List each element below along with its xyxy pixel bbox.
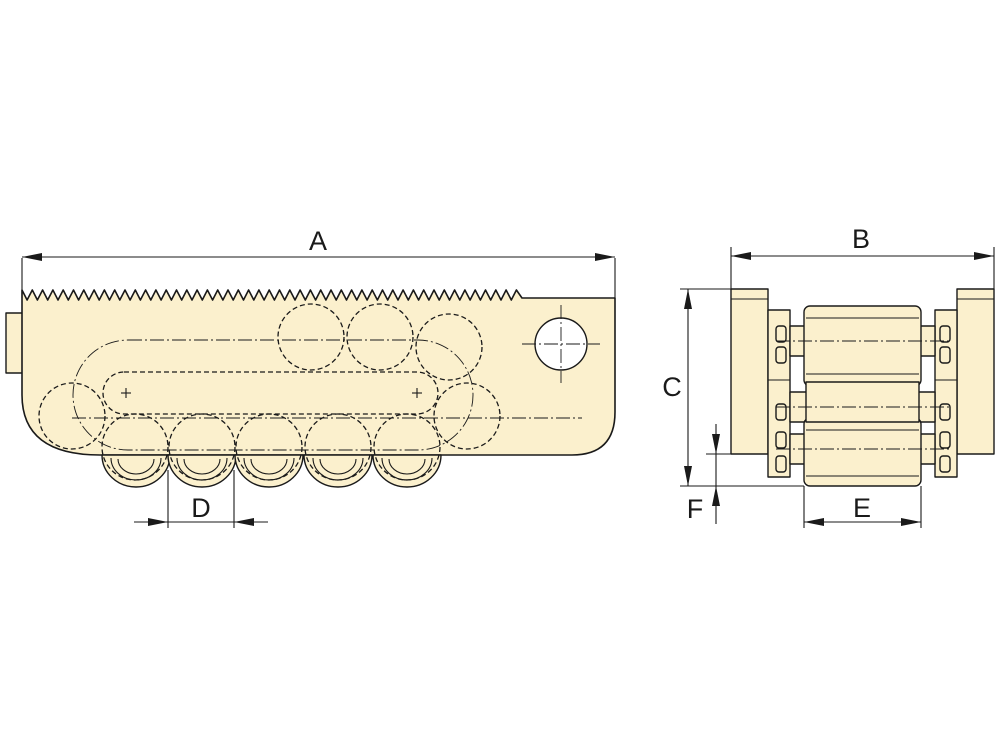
bolt-head-right-5 xyxy=(939,455,951,473)
bolt-head-right-1 xyxy=(939,325,951,343)
bottom-roller-3 xyxy=(234,454,304,488)
bolt-head-left-2 xyxy=(775,346,787,364)
bolt-heads xyxy=(775,325,951,473)
end-view-centerlines xyxy=(776,340,950,450)
side-view-end-stub xyxy=(5,312,24,374)
dimension-label-f: F xyxy=(687,494,704,524)
bottom-roller-1 xyxy=(101,454,171,488)
end-view-left-plate xyxy=(730,288,769,455)
pin-hole-centerlines xyxy=(522,305,600,383)
bottom-roller-2 xyxy=(167,454,237,488)
bolt-head-left-5 xyxy=(775,455,787,473)
dimension-label-d: D xyxy=(191,493,211,523)
bottom-roller-5 xyxy=(372,454,442,488)
side-view xyxy=(5,289,616,488)
hidden-roller-4 xyxy=(304,413,372,481)
end-view-roller-band xyxy=(805,381,920,423)
hidden-roller-8 xyxy=(277,303,345,371)
end-view xyxy=(730,288,995,487)
bottom-roller-4 xyxy=(303,454,373,488)
bolt-head-right-4 xyxy=(939,431,951,449)
outer-chain-track xyxy=(72,339,474,451)
hidden-roller-2 xyxy=(168,413,236,481)
hidden-roller-10 xyxy=(415,313,483,381)
bolt-head-left-1 xyxy=(775,325,787,343)
dimensions: A B C F D E xyxy=(21,224,995,528)
hidden-roller-7 xyxy=(433,382,501,450)
bolt-head-left-3 xyxy=(775,403,787,421)
bolt-head-right-2 xyxy=(939,346,951,364)
hidden-roller-9 xyxy=(346,303,414,371)
dimension-label-c: C xyxy=(662,372,682,402)
dimension-label-e: E xyxy=(853,493,871,523)
dimension-label-b: B xyxy=(852,224,870,254)
inner-chain-track xyxy=(102,371,439,415)
dimension-label-a: A xyxy=(309,226,327,256)
slot-cross-marks xyxy=(121,388,422,398)
bolt-head-right-3 xyxy=(939,403,951,421)
bottom-rollers xyxy=(101,454,442,488)
hidden-roller-6 xyxy=(38,382,106,450)
bolt-head-left-4 xyxy=(775,431,787,449)
end-view-right-plate xyxy=(956,288,995,455)
